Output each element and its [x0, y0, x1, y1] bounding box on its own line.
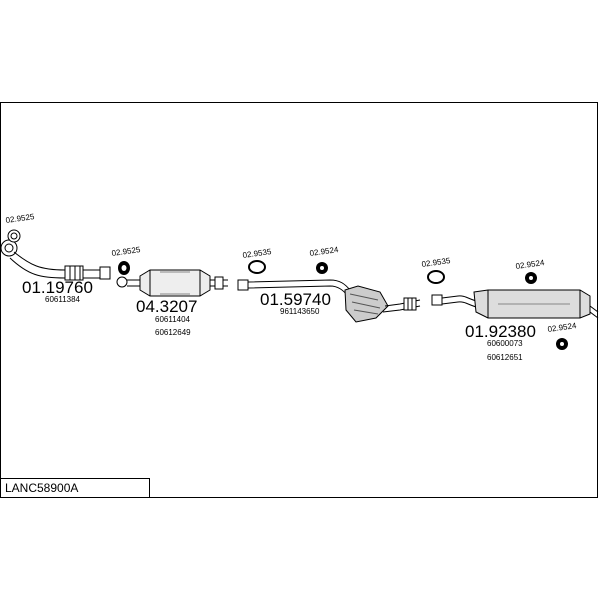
fitting-gasket-02-9535-b: [427, 270, 445, 284]
front-pipe: [0, 239, 111, 281]
fitting-label: 02.9535: [421, 256, 451, 269]
flange-gasket: [7, 229, 21, 243]
part-ref: 60600073: [487, 339, 523, 348]
part-ref: 60611384: [45, 295, 81, 304]
part-ref: 60611404: [155, 315, 191, 324]
part-number: 01.92380: [465, 322, 536, 341]
fitting-label: 02.9524: [515, 258, 545, 271]
part-number: 01.59740: [260, 290, 331, 309]
part-ref: 60612649: [155, 328, 191, 337]
rear-silencer: [431, 289, 599, 319]
fitting-gasket-02-9535-a: [248, 260, 266, 274]
part-number: 01.19760: [22, 278, 93, 297]
fitting-hanger-02-9524-c: [556, 338, 568, 350]
part-number: 04.3207: [136, 297, 197, 316]
fitting-label: 02.9524: [309, 245, 339, 258]
catalytic-converter: [116, 269, 228, 297]
part-ref: 60612651: [487, 353, 523, 362]
middle-pipe: [237, 279, 421, 323]
fitting-label: 02.9535: [242, 247, 272, 260]
fitting-label: 02.9525: [111, 245, 141, 258]
fitting-ring-02-9525-a: [118, 261, 130, 275]
fitting-hanger-02-9524-a: [316, 262, 328, 274]
fitting-label: 02.9525: [5, 212, 35, 225]
assembly-code-label: LANC58900A: [0, 478, 150, 498]
part-ref: 961143650: [280, 307, 320, 316]
fitting-label: 02.9524: [547, 321, 577, 334]
diagram-frame: [0, 102, 598, 498]
fitting-hanger-02-9524-b: [525, 272, 537, 284]
